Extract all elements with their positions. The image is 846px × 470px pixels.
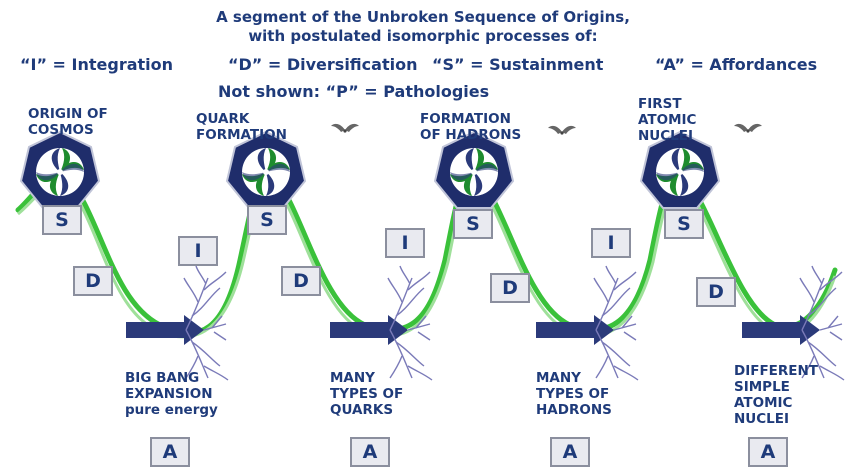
origin-label-2: QUARK FORMATION <box>196 111 287 143</box>
bird-ornament-3 <box>734 123 762 133</box>
outcome-label-2: MANY TYPES OF QUARKS <box>330 370 403 418</box>
sustainment-box-2: S <box>247 205 287 235</box>
integration-box-2: I <box>385 228 425 258</box>
bird-ornament-1 <box>331 123 359 133</box>
origin-heptagon-1 <box>20 131 100 209</box>
origin-label-4-line1: FIRST <box>638 96 682 112</box>
origin-label-4-line2: ATOMIC <box>638 112 697 128</box>
outcome-label-3-line1: MANY <box>536 370 581 386</box>
outcome-label-3: MANY TYPES OF HADRONS <box>536 370 612 418</box>
outcome-label-4-line4: NUCLEI <box>734 411 790 427</box>
legend-affordances: “A” = Affordances <box>655 55 818 74</box>
outcome-label-3-line3: HADRONS <box>536 402 612 418</box>
diversification-box-4: D <box>696 277 736 307</box>
origin-label-1-line2: COSMOS <box>28 122 94 138</box>
outcome-label-4: DIFFERENT SIMPLE ATOMIC NUCLEI <box>734 363 818 427</box>
affordance-box-1: A <box>150 437 190 467</box>
integration-box-1: I <box>178 236 218 266</box>
diversification-box-3: D <box>490 273 530 303</box>
origin-heptagon-3 <box>434 131 514 209</box>
outcome-label-1: BIG BANG EXPANSION pure energy <box>125 370 218 418</box>
diversification-box-2: D <box>281 266 321 296</box>
outcome-label-1-line3: pure energy <box>125 402 218 418</box>
origin-label-1-line1: ORIGIN OF <box>28 106 108 122</box>
affordance-box-4: A <box>748 437 788 467</box>
outcome-label-4-line3: ATOMIC <box>734 395 793 411</box>
origin-heptagon-2 <box>226 131 306 209</box>
outcome-label-2-line1: MANY <box>330 370 375 386</box>
outcome-label-1-line1: BIG BANG <box>125 370 200 386</box>
origin-label-3-line1: FORMATION <box>420 111 511 127</box>
origin-label-4: FIRST ATOMIC NUCLEI <box>638 96 696 144</box>
title-line-1: A segment of the Unbroken Sequence of Or… <box>216 8 630 26</box>
origin-label-3: FORMATION OF HADRONS <box>420 111 521 143</box>
affordance-box-2: A <box>350 437 390 467</box>
bird-ornament-2 <box>548 125 576 135</box>
origin-label-2-line2: FORMATION <box>196 127 287 143</box>
integration-box-3: I <box>591 228 631 258</box>
outcome-label-2-line3: QUARKS <box>330 402 394 418</box>
sustainment-box-4: S <box>664 209 704 239</box>
origin-label-2-line1: QUARK <box>196 111 250 127</box>
outcome-label-2-line2: TYPES OF <box>330 386 404 402</box>
sustainment-box-1: S <box>42 205 82 235</box>
wave-ribbon <box>15 168 838 339</box>
legend-sustainment: “S” = Sustainment <box>432 55 604 74</box>
legend-integration: “I” = Integration <box>20 55 174 74</box>
outcome-label-4-line1: DIFFERENT <box>734 363 819 379</box>
title-line-2: with postulated isomorphic processes of: <box>248 27 598 45</box>
origin-label-3-line2: OF HADRONS <box>420 127 522 143</box>
origin-label-4-line3: NUCLEI <box>638 128 694 144</box>
outcome-label-1-line2: EXPANSION <box>125 386 213 402</box>
outcome-label-3-line2: TYPES OF <box>536 386 610 402</box>
affordance-box-3: A <box>550 437 590 467</box>
diversification-box-1: D <box>73 266 113 296</box>
legend-not-shown: Not shown: “P” = Pathologies <box>218 82 490 101</box>
legend-diversification: “D” = Diversification <box>228 55 418 74</box>
origin-label-1: ORIGIN OF COSMOS <box>28 106 108 138</box>
outcome-label-4-line2: SIMPLE <box>734 379 790 395</box>
sustainment-box-3: S <box>453 209 493 239</box>
